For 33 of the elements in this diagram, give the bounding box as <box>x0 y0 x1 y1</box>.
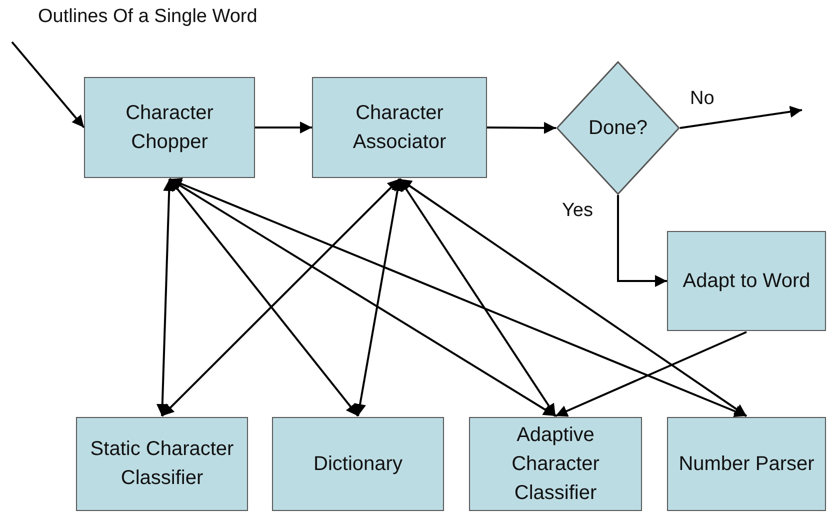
node-text: Adaptive Character Classifier <box>510 422 600 506</box>
node-text: Character Associator <box>352 100 448 154</box>
node-text: Character Chopper <box>124 100 214 154</box>
arrow <box>255 122 312 134</box>
process-box <box>667 231 826 331</box>
node-text: Static Character Classifier <box>89 437 235 491</box>
input-label: Outlines Of a Single Word <box>38 6 258 28</box>
arrow <box>680 106 802 129</box>
process-box <box>469 417 642 511</box>
process-box <box>272 417 444 511</box>
decision-diamond <box>556 61 680 195</box>
arrow <box>11 41 85 128</box>
node-text: Dictionary <box>314 452 402 476</box>
arrow <box>161 178 400 417</box>
arrow <box>168 178 556 417</box>
process-box <box>76 417 248 511</box>
edge-label: Yes <box>562 200 593 222</box>
process-box <box>667 417 826 511</box>
edge-label: No <box>690 88 714 110</box>
arrow <box>487 122 556 134</box>
arrow <box>398 178 556 417</box>
arrow <box>398 178 748 417</box>
arrow <box>168 178 359 417</box>
arrow <box>156 178 176 416</box>
arrow <box>354 178 404 416</box>
node-text: Adapt to Word <box>682 268 810 294</box>
process-box <box>84 77 255 178</box>
node-text: Number Parser <box>678 452 814 476</box>
arrow <box>555 331 747 417</box>
process-box <box>312 77 487 178</box>
arrow <box>169 178 747 417</box>
node-text: Done? <box>588 116 648 140</box>
arrow <box>617 195 667 287</box>
